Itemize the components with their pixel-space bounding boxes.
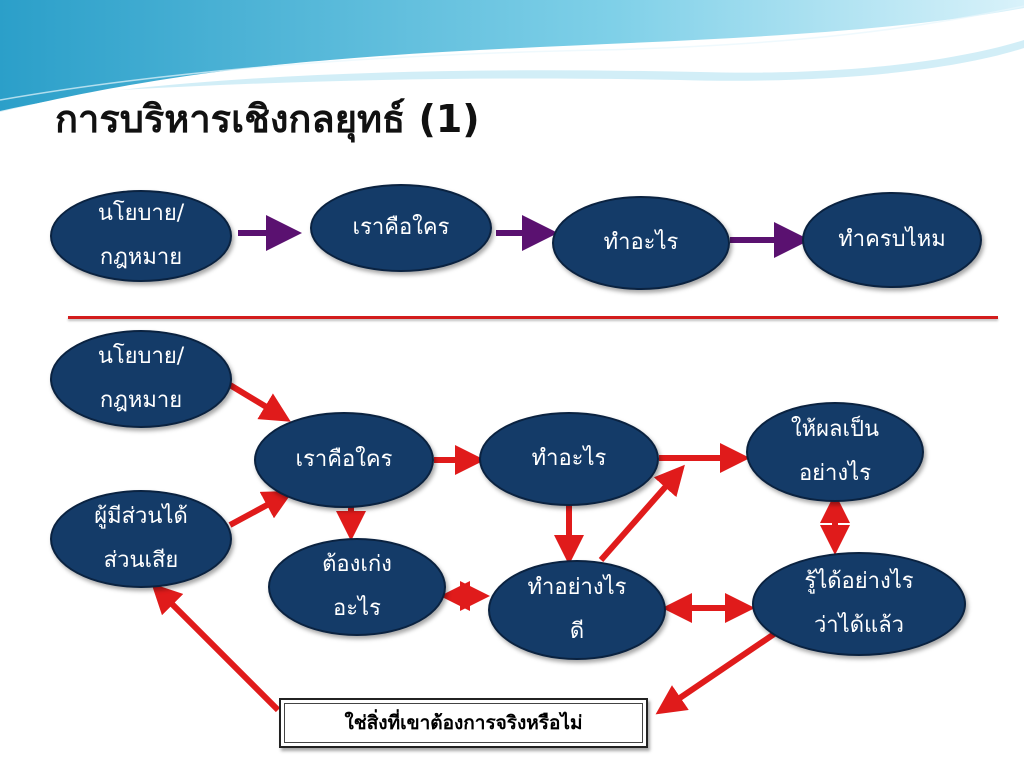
- arrow-know-to-question: [655, 627, 782, 715]
- node-complete-top: ทำครบไหม: [802, 192, 982, 288]
- question-text: ใช่สิ่งที่เขาต้องการจริงหรือไม่: [344, 712, 583, 734]
- node-how: ทำอย่างไรดี: [488, 560, 666, 660]
- wave-banner: [0, 0, 1024, 113]
- question-box: ใช่สิ่งที่เขาต้องการจริงหรือไม่: [279, 698, 648, 748]
- arrow-stakeholders-to-who: [228, 490, 294, 528]
- node-who-top: เราคือใคร: [310, 184, 492, 272]
- node-who: เราคือใคร: [254, 412, 434, 508]
- node-what-top: ทำอะไร: [552, 196, 730, 290]
- node-result: ให้ผลเป็นอย่างไร: [746, 402, 924, 502]
- node-stakeholders: ผู้มีส่วนได้ส่วนเสีย: [50, 490, 232, 588]
- node-policy: นโยบาย/กฎหมาย: [50, 330, 232, 428]
- divider-line: [68, 316, 998, 319]
- arrow-how-to-result: [598, 464, 685, 562]
- node-what: ทำอะไร: [479, 412, 659, 506]
- node-policy-top: นโยบาย/กฎหมาย: [50, 190, 232, 282]
- arrow-question-to-stakeholders: [151, 583, 281, 713]
- node-know: รู้ได้อย่างไรว่าได้แล้ว: [752, 552, 966, 656]
- node-skill: ต้องเก่งอะไร: [268, 538, 446, 636]
- arrow-policy-to-who: [228, 382, 291, 422]
- page-title: การบริหารเชิงกลยุทธ์ (1): [55, 97, 480, 141]
